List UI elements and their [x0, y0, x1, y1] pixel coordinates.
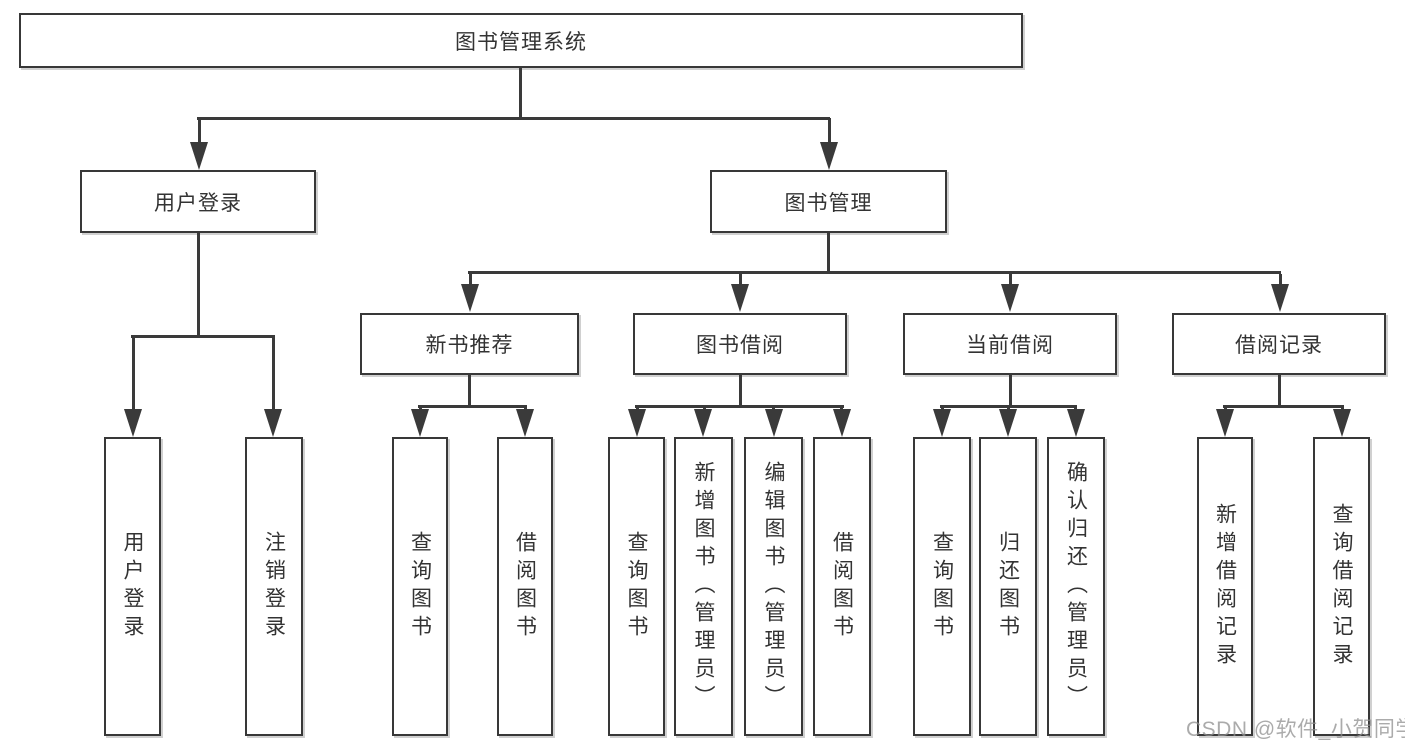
- node-current-borrow: 当前借阅: [903, 313, 1117, 375]
- arrowhead-icon: [461, 284, 479, 312]
- node-root: 图书管理系统: [19, 13, 1023, 68]
- leaf-logout: 注销登录: [245, 437, 303, 736]
- edge-book-mgmt-hline: [468, 271, 1281, 274]
- leaf-add-book-admin: 新增图书（管理员）: [674, 437, 733, 736]
- edge-book-borrow-shaft: [739, 375, 742, 408]
- edge-book-borrow-hline: [635, 405, 844, 408]
- leaf-edit-book-admin: 编辑图书（管理员）: [744, 437, 803, 736]
- leaf-logout-label: 注销登录: [262, 530, 286, 643]
- watermark: CSDN @软件_小贺同学: [1186, 718, 1405, 741]
- edge-borrow-record-hline: [1223, 405, 1344, 408]
- node-user-login-label: 用户登录: [154, 191, 242, 215]
- edge-book-mgmt-shaft: [827, 233, 830, 274]
- leaf-borrow-book-2-label: 借阅图书: [830, 530, 854, 643]
- leaf-confirm-return-admin: 确认归还（管理员）: [1047, 437, 1105, 736]
- edge-new-book-rec-shaft: [468, 375, 471, 408]
- edge-root-shaft: [519, 68, 522, 120]
- leaf-borrow-book-2: 借阅图书: [813, 437, 871, 736]
- leaf-query-borrow-record-label: 查询借阅记录: [1330, 502, 1353, 671]
- edge-root-hline: [197, 117, 830, 120]
- edge-to-current-borrow-stub: [1009, 274, 1012, 288]
- leaf-query-book-2: 查询图书: [608, 437, 665, 736]
- leaf-add-borrow-record: 新增借阅记录: [1197, 437, 1253, 736]
- leaf-query-book-1: 查询图书: [392, 437, 448, 736]
- arrowhead-icon: [833, 409, 851, 437]
- leaf-user-login-label: 用户登录: [121, 530, 144, 643]
- node-book-borrow-label: 图书借阅: [696, 334, 784, 357]
- arrowhead-icon: [264, 409, 282, 437]
- edge-to-new-book-rec-stub: [469, 274, 472, 288]
- node-new-book-rec: 新书推荐: [360, 313, 579, 375]
- edge-user-login-shaft: [197, 233, 200, 338]
- edge-user-login-leaf2-stub: [272, 338, 275, 412]
- edge-new-book-rec-hline: [418, 405, 527, 408]
- arrowhead-icon: [411, 409, 429, 437]
- arrowhead-icon: [628, 409, 646, 437]
- arrowhead-icon: [124, 409, 142, 437]
- edge-to-book-borrow-stub: [739, 274, 742, 288]
- leaf-query-book-3-label: 查询图书: [930, 530, 954, 643]
- arrowhead-icon: [516, 409, 534, 437]
- arrowhead-icon: [1216, 409, 1234, 437]
- leaf-add-book-admin-label: 新增图书（管理员）: [692, 460, 715, 713]
- edge-to-book-mgmt-stub: [828, 118, 831, 146]
- edge-user-login-leaf1-stub: [132, 338, 135, 412]
- leaf-return-book: 归还图书: [979, 437, 1037, 736]
- arrowhead-icon: [731, 284, 749, 312]
- leaf-query-book-3: 查询图书: [913, 437, 971, 736]
- node-root-label: 图书管理系统: [455, 30, 587, 54]
- leaf-return-book-label: 归还图书: [996, 530, 1020, 643]
- arrowhead-icon: [765, 409, 783, 437]
- leaf-query-borrow-record: 查询借阅记录: [1313, 437, 1370, 736]
- arrowhead-icon: [190, 142, 208, 170]
- node-book-mgmt: 图书管理: [710, 170, 947, 233]
- edge-to-borrow-record-stub: [1279, 274, 1282, 288]
- leaf-confirm-return-admin-label: 确认归还（管理员）: [1064, 460, 1088, 713]
- leaf-query-book-1-label: 查询图书: [408, 530, 432, 643]
- arrowhead-icon: [820, 142, 838, 170]
- edge-borrow-record-shaft: [1278, 375, 1281, 408]
- edge-current-borrow-hline: [940, 405, 1077, 408]
- node-borrow-record: 借阅记录: [1172, 313, 1386, 375]
- arrowhead-icon: [1271, 284, 1289, 312]
- leaf-add-borrow-record-label: 新增借阅记录: [1213, 502, 1237, 671]
- leaf-user-login: 用户登录: [104, 437, 161, 736]
- node-user-login: 用户登录: [80, 170, 316, 233]
- arrowhead-icon: [999, 409, 1017, 437]
- arrowhead-icon: [1001, 284, 1019, 312]
- edge-current-borrow-shaft: [1009, 375, 1012, 408]
- node-new-book-rec-label: 新书推荐: [425, 334, 514, 357]
- leaf-borrow-book-1: 借阅图书: [497, 437, 553, 736]
- node-book-mgmt-label: 图书管理: [784, 191, 873, 215]
- arrowhead-icon: [1333, 409, 1351, 437]
- edge-to-user-login-stub: [198, 118, 201, 146]
- edge-user-login-hline: [131, 335, 275, 338]
- leaf-borrow-book-1-label: 借阅图书: [513, 530, 537, 643]
- arrowhead-icon: [1067, 409, 1085, 437]
- node-book-borrow: 图书借阅: [633, 313, 847, 375]
- node-borrow-record-label: 借阅记录: [1235, 334, 1323, 357]
- leaf-query-book-2-label: 查询图书: [625, 530, 648, 643]
- leaf-edit-book-admin-label: 编辑图书（管理员）: [762, 460, 785, 713]
- node-current-borrow-label: 当前借阅: [966, 334, 1054, 357]
- arrowhead-icon: [694, 409, 712, 437]
- arrowhead-icon: [933, 409, 951, 437]
